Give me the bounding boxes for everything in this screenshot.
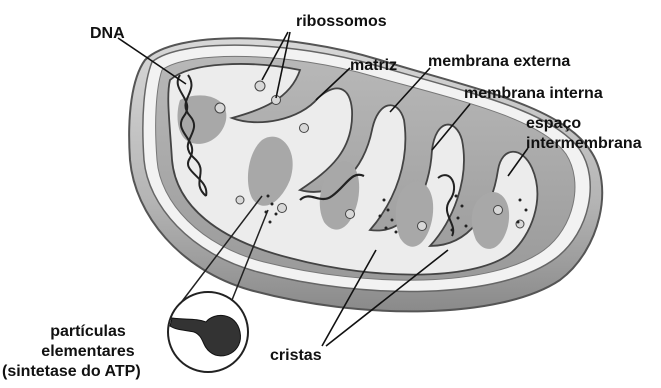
label-particulas: partículas: [28, 322, 148, 341]
label-intermembrana: intermembrana: [526, 134, 642, 153]
label-elementares: elementares: [28, 342, 148, 361]
label-espaco: espaço: [526, 114, 581, 133]
label-matriz: matriz: [350, 56, 397, 75]
label-cristas: cristas: [270, 346, 322, 365]
label-membrana-externa: membrana externa: [428, 52, 570, 71]
label-membrana-interna: membrana interna: [464, 84, 603, 103]
label-sintetase: (sintetase do ATP): [2, 362, 141, 381]
label-dna: DNA: [90, 24, 125, 43]
label-ribossomos: ribossomos: [296, 12, 387, 31]
